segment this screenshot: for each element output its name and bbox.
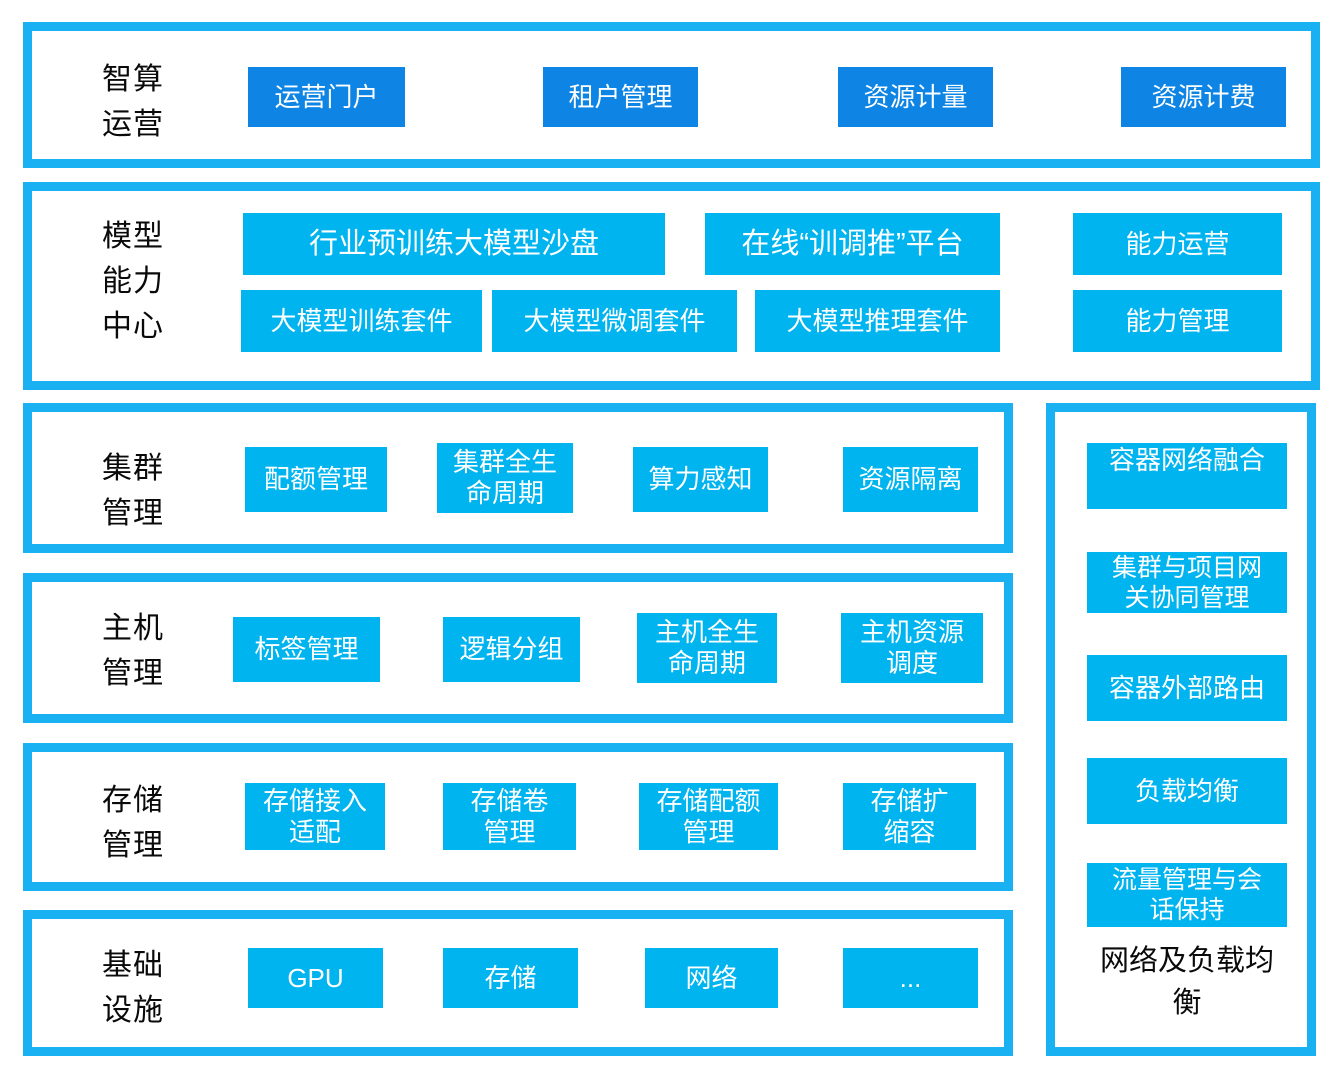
gpu-block: GPU (248, 948, 383, 1008)
layer-cluster-management: 集群 管理 配额管理 集群全生 命周期 算力感知 资源隔离 (23, 403, 1013, 553)
layer-host-management: 主机 管理 标签管理 逻辑分组 主机全生 命周期 主机资源 调度 (23, 573, 1013, 723)
capability-operation-block: 能力运营 (1073, 213, 1282, 275)
storage-quota-management-block: 存储配额 管理 (639, 783, 778, 850)
load-balancing-block: 负载均衡 (1087, 758, 1287, 824)
host-full-lifecycle-block: 主机全生 命周期 (637, 613, 777, 683)
storage-volume-management-block: 存储卷 管理 (443, 783, 576, 850)
resource-metering-block: 资源计量 (838, 67, 993, 127)
tenant-management-block: 租户管理 (543, 67, 698, 127)
layer-model-capability-center: 模型 能力 中心 行业预训练大模型沙盘 在线“训调推”平台 能力运营 大模型训练… (23, 182, 1320, 390)
traffic-management-session-persistence-block: 流量管理与会 话保持 (1087, 863, 1287, 927)
online-train-tune-infer-platform-block: 在线“训调推”平台 (705, 213, 1000, 275)
host-resource-scheduling-block: 主机资源 调度 (841, 613, 983, 683)
llm-inference-suite-block: 大模型推理套件 (755, 290, 1000, 352)
storage-block: 存储 (443, 948, 578, 1008)
network-load-balancing-label: 网络及负载均 衡 (1099, 945, 1274, 1019)
cluster-project-gateway-coordination-block: 集群与项目网 关协同管理 (1087, 552, 1287, 613)
container-external-routing-block: 容器外部路由 (1087, 655, 1287, 721)
layer-infrastructure-label: 基础 设施 (102, 949, 164, 1027)
layer-storage-management-label: 存储 管理 (102, 784, 164, 862)
panel-network-load-balancing: 容器网络融合 集群与项目网 关协同管理 容器外部路由 负载均衡 流量管理与会 话… (1046, 403, 1316, 1056)
more-ellipsis-block: ... (843, 948, 978, 1008)
storage-scaling-block: 存储扩 缩容 (843, 783, 976, 850)
llm-finetune-suite-block: 大模型微调套件 (492, 290, 737, 352)
network-block: 网络 (645, 948, 778, 1008)
cluster-full-lifecycle-block: 集群全生 命周期 (437, 443, 573, 513)
layer-intelligent-ops: 智算 运营 运营门户 租户管理 资源计量 资源计费 (23, 22, 1320, 168)
layer-model-capability-center-label: 模型 能力 中心 (102, 220, 164, 343)
ops-portal-block: 运营门户 (248, 67, 405, 127)
industry-pretrained-llm-sandbox-block: 行业预训练大模型沙盘 (243, 213, 665, 275)
llm-training-suite-block: 大模型训练套件 (241, 290, 482, 352)
layer-intelligent-ops-label: 智算 运营 (102, 63, 164, 141)
layer-cluster-management-label: 集群 管理 (102, 452, 164, 530)
capability-management-block: 能力管理 (1073, 290, 1282, 352)
layer-infrastructure: 基础 设施 GPU 存储 网络 ... (23, 910, 1013, 1056)
layer-storage-management: 存储 管理 存储接入 适配 存储卷 管理 存储配额 管理 存储扩 缩容 (23, 743, 1013, 891)
container-network-fusion-block: 容器网络融合 (1087, 443, 1287, 509)
storage-access-adapter-block: 存储接入 适配 (245, 783, 385, 850)
logical-grouping-block: 逻辑分组 (443, 617, 580, 682)
tag-management-block: 标签管理 (233, 617, 380, 682)
resource-isolation-block: 资源隔离 (843, 447, 978, 512)
resource-billing-block: 资源计费 (1121, 67, 1286, 127)
compute-awareness-block: 算力感知 (633, 447, 768, 512)
quota-management-block: 配额管理 (245, 447, 387, 512)
layer-host-management-label: 主机 管理 (102, 612, 164, 690)
